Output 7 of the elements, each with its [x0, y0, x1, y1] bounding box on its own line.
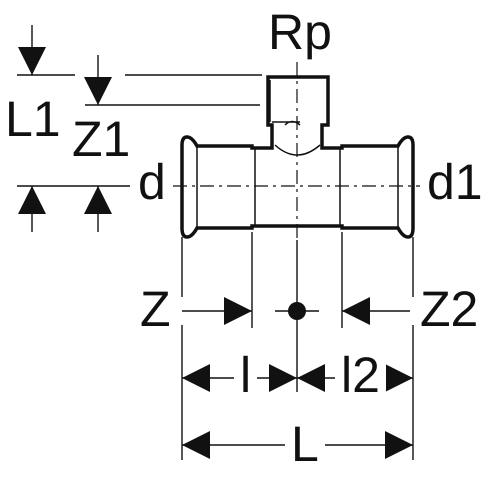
- dimension-label: L1: [5, 94, 61, 144]
- dimension-label: d1: [427, 157, 483, 207]
- dimension-label: Z: [140, 284, 171, 334]
- dimension-label: d: [138, 157, 166, 207]
- dimension-label: Z2: [420, 284, 478, 334]
- dimension-label: Z1: [72, 114, 130, 164]
- dimension-label: Rp: [268, 7, 332, 57]
